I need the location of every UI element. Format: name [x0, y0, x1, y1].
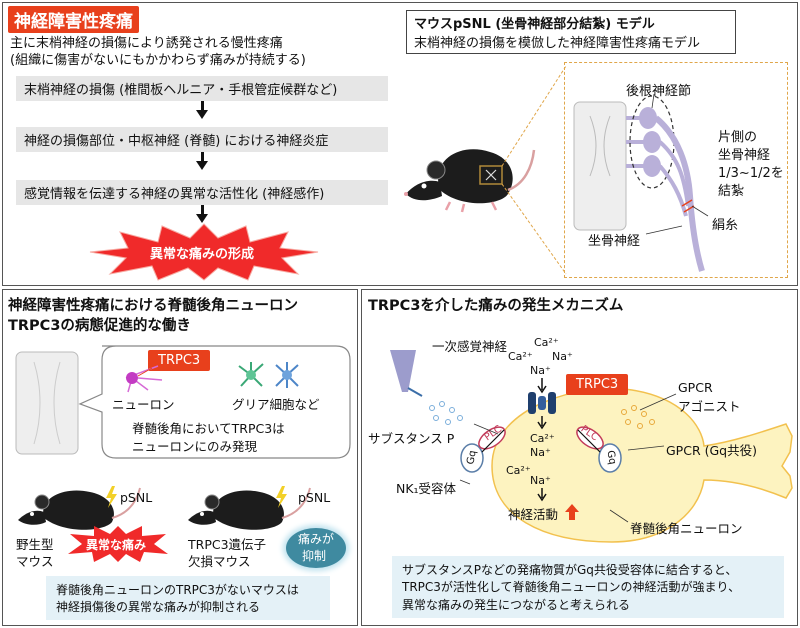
up-arrow-icon: [565, 504, 579, 520]
top-desc-line1: 主に末梢神経の損傷により誘発される慢性疼痛: [10, 36, 283, 51]
sciatic-label: 坐骨神経: [588, 234, 641, 249]
ion-ca-left: Ca²⁺: [508, 350, 533, 363]
wt-pain-burst: [68, 526, 168, 562]
top-title: 神経障害性疼痛: [8, 6, 139, 33]
zoom-box: [564, 62, 788, 278]
arrow-3-stem: [201, 205, 204, 215]
left-title-line2: TRPC3の病態促進的な働き: [8, 318, 191, 334]
agonist-dots: [621, 405, 655, 429]
ion-ca-in2: Ca²⁺: [506, 464, 531, 477]
ion-ca-in1: Ca²⁺: [530, 432, 555, 445]
neuron-label: ニューロン: [112, 397, 175, 412]
right-note-line2: TRPC3が活性化して脊髄後角ニューロンの神経活動が強まり、: [402, 580, 741, 595]
nk1-label: NK₁受容体: [396, 481, 457, 496]
bubble-line2: ニューロンにのみ発現: [132, 439, 258, 454]
left-note: 脊髄後角ニューロンのTRPC3がないマウスは 神経損傷後の異常な痛みが抑制される: [46, 576, 330, 620]
ligation-line3: 1/3~1/2を: [718, 166, 784, 181]
right-note: サブスタンスPなどの発痛物質がGq共役受容体に結合すると、 TRPC3が活性化し…: [392, 556, 784, 618]
model-desc: 末梢神経の損傷を模倣した神経障害性疼痛モデル: [414, 36, 701, 51]
trpc3-channel-icon: [528, 392, 556, 414]
dorsal-horn-neuron-label: 脊髄後角ニューロン: [630, 521, 743, 536]
ko-line1: TRPC3遺伝子: [188, 537, 267, 552]
right-title: TRPC3を介した痛みの発生メカニズム: [368, 298, 624, 314]
leader-lines: [459, 393, 677, 523]
wt-line1: 野生型: [16, 537, 54, 552]
suture-label: 絹糸: [712, 218, 739, 233]
sciatic-nerve-diagram: [573, 93, 709, 272]
substance-p-dots: [429, 401, 463, 425]
right-note-line1: サブスタンスPなどの発痛物質がGq共役受容体に結合すると、: [402, 563, 738, 577]
mouse-illustration: [404, 149, 536, 213]
drg-label: 後根神経節: [626, 84, 692, 99]
psnl-right: pSNL: [298, 490, 331, 505]
left-note-line2: 神経損傷後の異常な痛みが抑制される: [56, 600, 261, 615]
neuron-icon: [125, 365, 163, 393]
ligation-line4: 結紮: [718, 184, 745, 199]
suppress-line2: 抑制: [302, 549, 327, 563]
gpcr-agonist-line2: アゴニスト: [678, 399, 741, 414]
wt-line2: マウス: [16, 554, 54, 569]
gpcr-agonist-line1: GPCR: [678, 380, 713, 395]
trpc3-tag-left: TRPC3: [148, 350, 211, 371]
top-desc-line2: (組織に傷害がないにもかかわらず痛みが持続する): [10, 53, 306, 68]
ion-ca-top: Ca²⁺: [534, 336, 559, 349]
glia-label: グリア細胞など: [232, 397, 320, 412]
arrow-1-stem: [201, 101, 204, 111]
pain-burst-shape: [89, 223, 319, 281]
gpcr-label: GPCR (Gq共役): [666, 443, 757, 458]
ion-na-in2: Na⁺: [530, 474, 551, 487]
ko-line2: 欠損マウス: [188, 554, 251, 569]
activity-label: 神経活動: [508, 507, 559, 522]
ion-na-right: Na⁺: [552, 350, 573, 363]
gq-receptor-right: [576, 426, 622, 473]
wt-pain-label: 異常な痛み: [86, 538, 147, 552]
lightning-icon-left: [106, 486, 117, 508]
right-note-line3: 異常な痛みの発生につながると考えられる: [402, 597, 631, 612]
trpc3-tag-right: TRPC3: [566, 374, 629, 395]
primary-neuron-label: 一次感覚神経: [432, 339, 508, 354]
bubble-line1: 脊髄後角においてTRPC3は: [132, 421, 285, 436]
model-title-box: [406, 10, 736, 54]
ligation-line1: 片側の: [718, 130, 758, 145]
arrow-1: [196, 110, 208, 119]
ligation-line2: 坐骨神経: [718, 148, 771, 163]
left-title-line1: 神経障害性疼痛における脊髄後角ニューロン: [8, 298, 298, 314]
primary-neuron-terminal: [390, 350, 423, 397]
glia-icon-blue: [275, 362, 299, 388]
ion-na-mid: Na⁺: [530, 364, 551, 377]
gq-receptor-left: [460, 426, 506, 473]
suppress-badge: [286, 528, 346, 568]
pain-burst-label: 異常な痛みの形成: [150, 247, 255, 262]
step-3: 感覚情報を伝達する神経の異常な活性化 (神経感作): [16, 180, 388, 205]
activity-down-arrow: [537, 488, 547, 502]
zoom-lines: [501, 65, 567, 275]
suppress-line1: 痛みが: [298, 532, 335, 546]
psnl-left: pSNL: [120, 490, 153, 505]
ion-influx-arrow: [537, 378, 547, 394]
left-note-line1: 脊髄後角ニューロンのTRPC3がないマウスは: [56, 583, 299, 597]
arrow-3: [196, 214, 208, 223]
arrow-2: [196, 161, 208, 170]
step-2: 神経の損傷部位・中枢神経 (脊髄) における神経炎症: [16, 127, 388, 152]
wildtype-mouse: [18, 487, 141, 530]
spinal-cord-icon: [15, 351, 79, 455]
step-1: 末梢神経の損傷 (椎間板ヘルニア・手根管症候群など): [16, 76, 388, 101]
arrow-2-stem: [201, 152, 204, 162]
knockout-mouse: [188, 487, 311, 530]
ion-na-in1: Na⁺: [530, 446, 551, 459]
glia-icon-green: [238, 362, 264, 387]
model-title: マウスpSNL (坐骨神経部分結紮) モデル: [414, 17, 655, 32]
channel-down-arrow: [537, 416, 547, 430]
substance-p-label: サブスタンス P: [368, 431, 455, 446]
lightning-icon-right: [276, 486, 287, 508]
